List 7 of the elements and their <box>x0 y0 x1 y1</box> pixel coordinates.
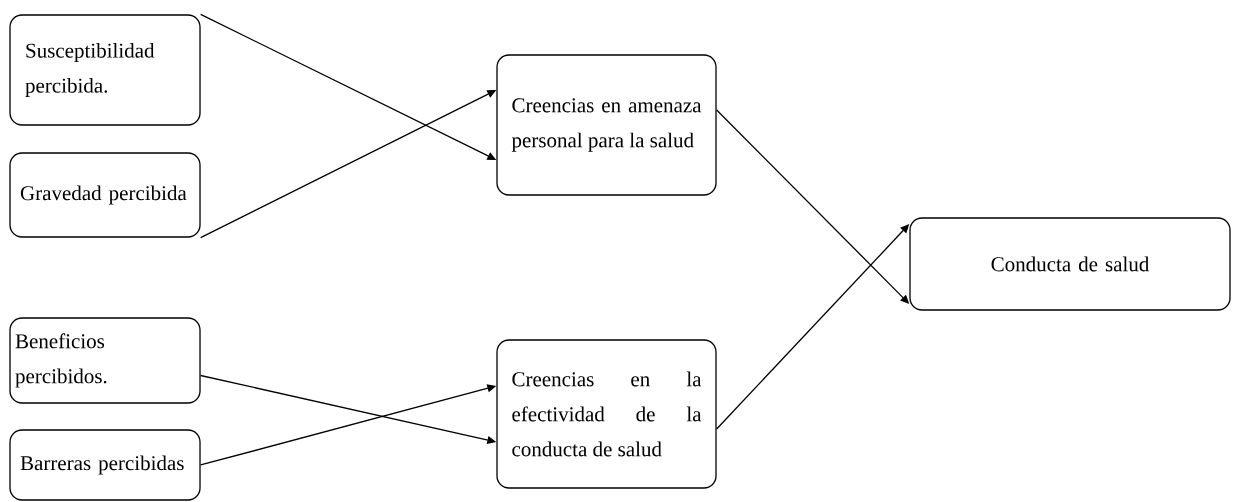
process-box: Susceptibilidad percibida. <box>9 14 201 126</box>
process-box: Barreras percibidas <box>9 429 201 501</box>
process-box: Beneficios percibidos. <box>9 317 201 404</box>
process-box: Gravedad percibida <box>9 152 201 238</box>
process-box: Conducta de salud <box>909 217 1231 311</box>
process-box: Creencias en amenaza personal para la salud <box>496 54 717 196</box>
process-box: Creencias en la efectividad de la conducta de salud <box>496 339 717 489</box>
